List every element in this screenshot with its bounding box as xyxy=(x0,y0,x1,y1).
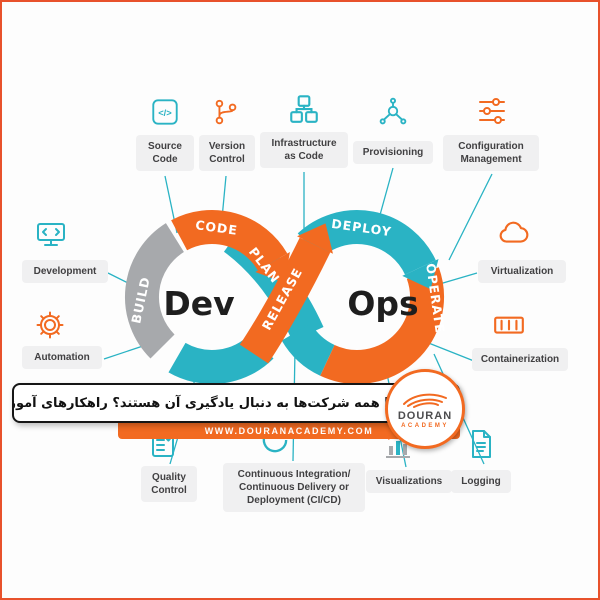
build-segment xyxy=(125,223,185,359)
node-virtualization: Virtualization xyxy=(478,260,566,283)
badge-title: DOURAN xyxy=(397,410,453,422)
logging-icon xyxy=(465,428,497,460)
connector-configuration xyxy=(448,173,493,261)
dev-label: Dev xyxy=(163,284,235,323)
source-code-icon: </> xyxy=(150,97,180,127)
node-ci-cd: Continuous Integration/ Continuous Deliv… xyxy=(223,463,365,512)
provisioning-icon xyxy=(378,97,408,127)
ops-label: Ops xyxy=(347,284,418,323)
node-version-control: Version Control xyxy=(199,135,255,171)
monitor-segment xyxy=(281,322,336,376)
node-development: Development xyxy=(22,260,108,283)
node-containerization: Containerization xyxy=(472,348,568,371)
release-arrow-icon xyxy=(297,223,333,254)
release-segment xyxy=(239,237,331,364)
operate-segment xyxy=(320,267,444,384)
segment-label-code: CODE xyxy=(194,217,238,238)
website-url: WWW.DOURANACADEMY.COM xyxy=(204,425,374,436)
eagle-icon xyxy=(402,389,448,409)
deploy-arrow-icon xyxy=(402,258,439,290)
development-icon xyxy=(35,219,67,251)
douran-academy-badge: DOURAN ACADEMY xyxy=(385,369,465,449)
node-source-code: Source Code xyxy=(136,135,194,171)
infrastructure-as-code-icon xyxy=(287,92,321,126)
badge-subtitle: ACADEMY xyxy=(401,423,449,429)
configuration-management-icon xyxy=(476,95,508,127)
code-arrow-icon xyxy=(255,252,290,283)
containerization-icon xyxy=(492,307,526,341)
node-provisioning: Provisioning xyxy=(353,141,433,164)
code-segment xyxy=(171,210,288,272)
node-automation: Automation xyxy=(22,346,102,369)
node-visualizations: Visualizations xyxy=(366,470,452,493)
website-strip: WWW.DOURANACADEMY.COM xyxy=(118,422,460,439)
version-control-icon xyxy=(211,97,241,127)
node-quality-control: Quality Control xyxy=(141,466,197,502)
source-code-glyph: </> xyxy=(158,108,172,118)
test-segment xyxy=(168,333,274,384)
automation-icon xyxy=(34,309,66,341)
node-configuration-management: Configuration Management xyxy=(443,135,539,171)
node-infrastructure-as-code: Infrastructure as Code xyxy=(260,132,348,168)
virtualization-icon xyxy=(496,216,530,250)
node-logging: Logging xyxy=(451,470,511,493)
